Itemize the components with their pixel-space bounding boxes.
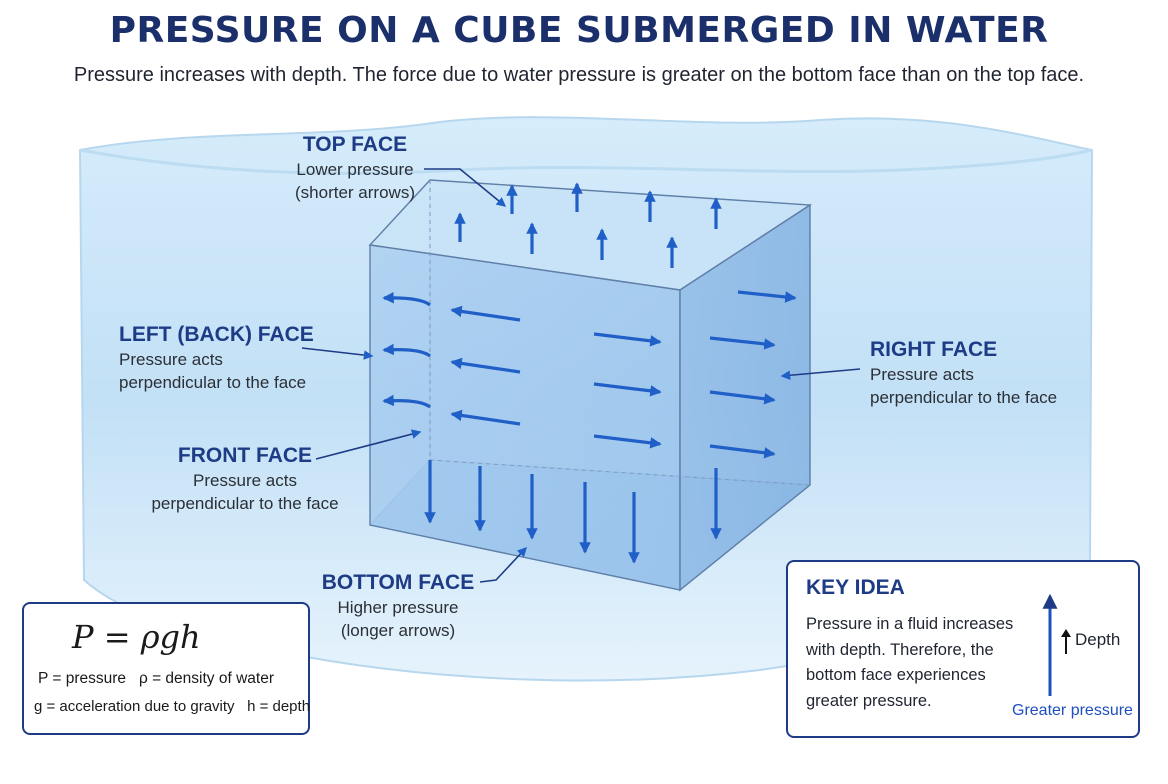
top-face-line1: Lower pressure <box>296 160 414 179</box>
formula-definitions-row2: g = acceleration due to gravity h = dept… <box>34 698 310 715</box>
page-subtitle: Pressure increases with depth. The force… <box>73 64 1085 86</box>
pressure-arrow <box>709 390 776 405</box>
front-face-label: FRONT FACE Pressure acts perpendicular t… <box>130 443 360 515</box>
right-face-line2: perpendicular to the face <box>870 388 1058 407</box>
pressure-arrow <box>450 357 521 374</box>
right-face-arrows <box>593 290 797 459</box>
bottom-face-leader <box>479 546 527 583</box>
page-title: PRESSURE ON A CUBE SUBMERGED IN WATER <box>109 10 1049 51</box>
top-face-line2: (shorter arrows) <box>295 183 415 202</box>
left-face-leader <box>301 347 374 360</box>
depth-small-arrow-icon <box>1061 629 1071 654</box>
pressure-arrow <box>593 382 662 397</box>
pressure-arrow <box>709 336 776 350</box>
depth-definition: h = depth <box>247 698 311 715</box>
left-face-line1: Pressure acts <box>119 350 223 369</box>
pressure-arrow <box>737 290 797 303</box>
right-face-heading: RIGHT FACE <box>870 338 998 361</box>
left-face-heading: LEFT (BACK) FACE <box>119 323 314 346</box>
left-face-line2: perpendicular to the face <box>119 373 307 392</box>
pressure-arrow <box>450 409 521 426</box>
right-face-line1: Pressure acts <box>870 365 974 384</box>
bottom-face-line1: Higher pressure <box>337 598 459 617</box>
formula-definitions-row1: P = pressure ρ = density of water <box>38 670 274 688</box>
top-face-arrows <box>454 182 722 268</box>
front-face-line2: perpendicular to the face <box>151 494 339 513</box>
pressure-definition: P = pressure <box>38 670 127 687</box>
greater-pressure-label: Greater pressure <box>1012 702 1133 719</box>
bottom-face-label: BOTTOM FACE Higher pressure (longer arro… <box>316 570 480 642</box>
key-idea-title: KEY IDEA <box>806 576 905 599</box>
pressure-arrow <box>593 332 662 347</box>
bottom-face-heading: BOTTOM FACE <box>321 571 475 594</box>
density-definition: ρ = density of water <box>138 670 274 687</box>
pressure-arrow <box>593 434 662 449</box>
top-face-label: TOP FACE Lower pressure (shorter arrows) <box>270 132 440 204</box>
depth-arrow-icon <box>1042 593 1058 696</box>
front-face-leader <box>315 429 422 460</box>
front-face-line1: Pressure acts <box>193 471 297 490</box>
gravity-definition: g = acceleration due to gravity <box>34 698 235 715</box>
top-face-leader <box>424 168 507 207</box>
pressure-arrow <box>709 444 776 459</box>
key-idea-text: Pressure in a fluid increases with depth… <box>806 615 1014 710</box>
depth-label: Depth <box>1075 630 1121 649</box>
top-face-heading: TOP FACE <box>302 133 408 156</box>
bottom-face-line2: (longer arrows) <box>340 621 456 640</box>
formula-box: P = ρgh P = pressure ρ = density of wate… <box>22 602 310 735</box>
formula-equation: P = ρgh <box>72 618 201 656</box>
pressure-arrow <box>382 343 431 358</box>
key-idea-box: KEY IDEA Pressure in a fluid increases w… <box>786 560 1140 738</box>
right-face-label: RIGHT FACE Pressure acts perpendicular t… <box>870 337 1090 409</box>
bottom-face-arrows <box>424 460 722 564</box>
pressure-arrow <box>450 305 521 322</box>
cube <box>368 179 813 592</box>
right-face-leader <box>780 368 861 381</box>
pressure-arrow <box>382 394 431 409</box>
pressure-arrow <box>382 291 431 307</box>
left-face-label: LEFT (BACK) FACE Pressure acts perpendic… <box>119 322 349 394</box>
water-surface <box>79 148 1093 175</box>
left-face-arrows <box>382 291 521 426</box>
leader-lines <box>301 168 861 583</box>
front-face-heading: FRONT FACE <box>177 444 313 467</box>
